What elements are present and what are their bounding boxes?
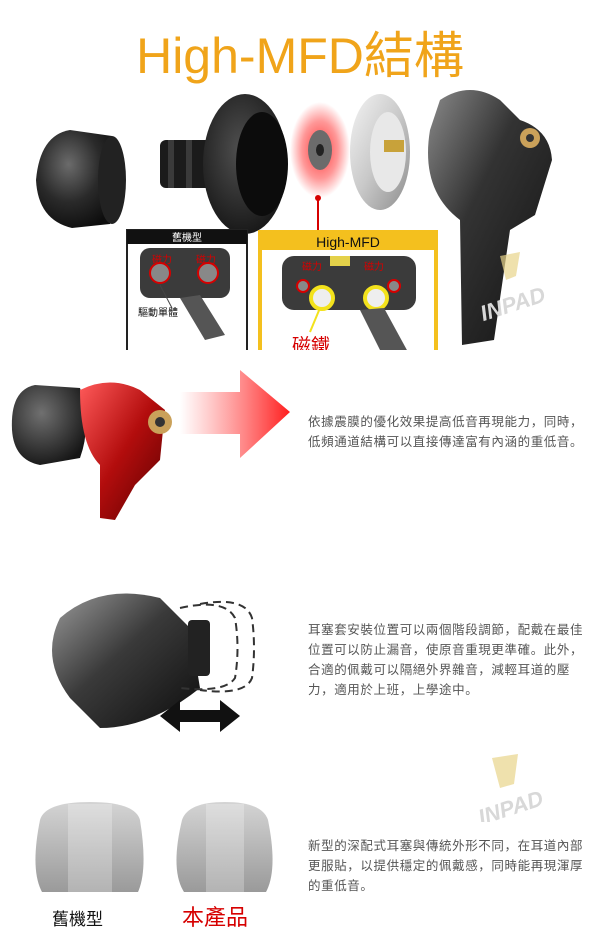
driver-plate-part — [350, 94, 410, 210]
new-magnet-left-label: 磁力 — [302, 260, 322, 273]
tip-adjust-illustration — [52, 593, 255, 732]
old-model-header: 舊機型 — [172, 231, 202, 244]
red-housing — [80, 382, 165, 520]
page-title: High-MFD結構 — [136, 28, 464, 84]
new-ear-tip — [176, 802, 273, 892]
exploded-view: 舊機型 磁力 磁力 驅動單體 High-MFD 磁力 磁力 磁鐵 INPAD — [36, 90, 552, 350]
old-model-label: 舊機型 — [52, 910, 103, 930]
old-ear-tip — [35, 802, 144, 892]
ear-tips-comparison — [35, 802, 273, 892]
sound-arrow-icon — [180, 370, 290, 458]
old-model-panel: 舊機型 磁力 磁力 驅動單體 — [126, 229, 248, 350]
this-product-label: 本產品 — [182, 906, 249, 931]
section-2-description: 耳塞套安裝位置可以兩個階段調節，配戴在最佳位置可以防止漏音，使原音重現更準確。此… — [308, 622, 584, 697]
section-3-description: 新型的深配式耳塞與傳統外形不同，在耳道內部更服貼，以提供穩定的佩戴感，同時能再現… — [308, 838, 584, 893]
inpad-watermark-logo-2: INPAD — [475, 754, 546, 822]
red-earphone-illustration — [11, 370, 290, 520]
ear-tip — [11, 385, 86, 465]
new-model-header: High-MFD — [316, 234, 380, 250]
nozzle — [188, 620, 210, 676]
magnet-label: 磁鐵 — [292, 335, 330, 350]
diaphragm-part — [290, 102, 350, 230]
nozzle-housing-part — [160, 94, 288, 234]
double-arrow-icon — [160, 700, 240, 732]
new-model-panel: High-MFD 磁力 磁力 磁鐵 — [258, 230, 438, 350]
earphone-body-part — [428, 90, 552, 345]
earphone-housing — [52, 593, 200, 728]
section-1-description: 依據震膜的優化效果提高低音再現能力，同時，低頻通道結構可以直接傳達富有內涵的重低… — [308, 414, 584, 449]
old-magnet-left-label: 磁力 — [152, 253, 172, 266]
ear-tip-part — [36, 130, 126, 228]
inpad-watermark-2: INPAD — [475, 785, 546, 822]
old-magnet-right-label: 磁力 — [196, 253, 216, 266]
driver-unit-label: 驅動單體 — [138, 306, 178, 319]
new-magnet-right-label: 磁力 — [364, 260, 384, 273]
